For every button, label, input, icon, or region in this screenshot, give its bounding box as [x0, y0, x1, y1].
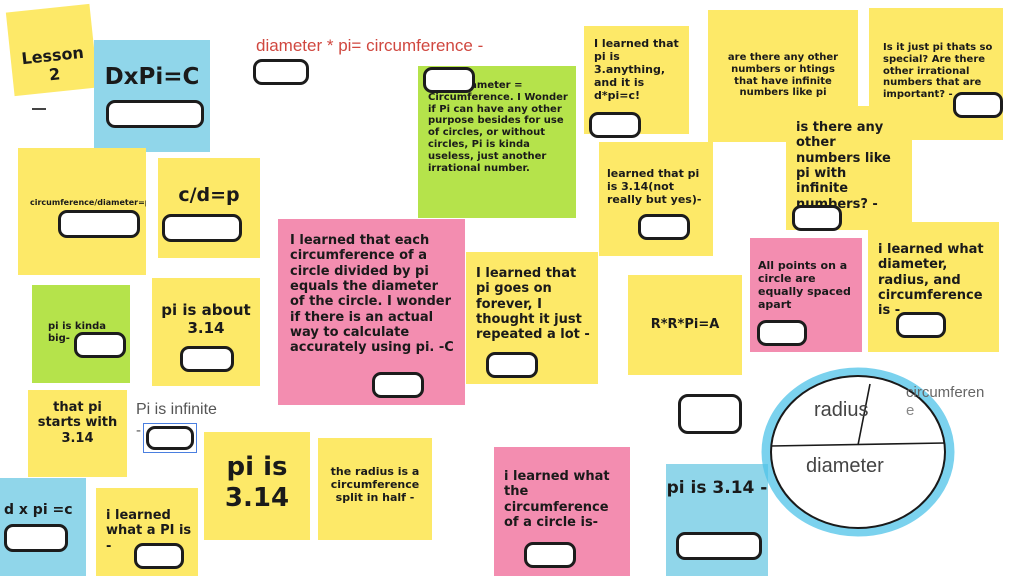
area-formula-note[interactable]: R*R*Pi=A [628, 275, 742, 375]
circumference-label: circumferen [906, 384, 985, 401]
redacted-name [134, 543, 184, 569]
what-pi-text: i learned what a PI is - [106, 508, 192, 554]
pi-diameter-green-note[interactable]: : Pi * Diameter = Circumference. I Wonde… [418, 66, 576, 218]
goes-on-forever-text: I learned that pi goes on forever, I tho… [476, 266, 590, 343]
what-circumference-text: i learned what the circumference of a ci… [504, 469, 610, 530]
learned-3-anything-text: I learned that pi is 3.anything, and it … [594, 37, 679, 102]
lesson-title-text: Lesson 2 [20, 42, 85, 85]
pi-314-big-note[interactable]: pi is 3.14 [204, 432, 310, 540]
redacted-name [253, 59, 309, 85]
each-circumference-note[interactable]: I learned that each circumference of a c… [278, 219, 465, 405]
redacted-name [524, 542, 576, 568]
circumference-over-diameter-text: circumference/diameter=pi [30, 198, 146, 207]
redacted-name [792, 205, 842, 231]
redacted-name [4, 524, 68, 552]
pi-infinite-dash: - [136, 422, 141, 439]
area-formula-text: R*R*Pi=A [650, 317, 720, 332]
redacted-name [953, 92, 1003, 118]
other-numbers-big-note[interactable]: is there any other numbers like pi with … [786, 106, 912, 230]
circumference-label-cut: e [906, 402, 915, 419]
redacted-name [589, 112, 641, 138]
each-circumference-text: I learned that each circumference of a c… [290, 233, 454, 356]
diameter-pi-text[interactable]: diameter * pi= circumference - [256, 36, 484, 55]
redacted-name [74, 332, 126, 358]
circle-outline [770, 375, 946, 529]
dxpi-text: DxPi=C [104, 64, 200, 90]
pi-infinite-text[interactable]: Pi is infinite [136, 401, 217, 418]
radius-half-text: the radius is a circumference split in h… [330, 465, 420, 504]
kinda-big-text: pi is kinda big- [48, 321, 107, 344]
what-pi-note[interactable]: i learned what a PI is - [96, 488, 198, 576]
redacted-name [638, 214, 690, 240]
radius-label: radius [814, 399, 869, 421]
about-314-text: pi is about 3.14 [161, 301, 251, 337]
just-pi-special-note[interactable]: Is it just pi thats so special? Are ther… [869, 8, 1003, 140]
redacted-name [180, 346, 234, 372]
learned-diameter-radius-text: i learned what diameter, radius, and cir… [878, 242, 984, 319]
circle-drawing[interactable] [758, 366, 958, 538]
redacted-name [106, 100, 204, 128]
points-equal-text: All points on a circle are equally space… [758, 259, 851, 311]
redacted-name [896, 312, 946, 338]
radius-line [857, 383, 871, 446]
redacted-name [58, 210, 140, 238]
learned-314-not-really-text: learned that pi is 3.14(not really but y… [607, 167, 702, 206]
circle-glow [761, 367, 955, 537]
dash-mark [32, 108, 46, 110]
radius-half-note[interactable]: the radius is a circumference split in h… [318, 438, 432, 540]
redacted-name [678, 394, 742, 434]
dxpi-note[interactable]: DxPi=C [94, 40, 210, 152]
pi-diameter-green-text: : Pi * Diameter = Circumference. I Wonde… [428, 80, 568, 174]
lesson-title-note[interactable]: Lesson 2 [5, 3, 99, 97]
learned-diameter-radius-note[interactable]: i learned what diameter, radius, and cir… [868, 222, 999, 352]
starts-314-note[interactable]: that pi starts with 3.14 [28, 390, 127, 477]
starts-314-text: that pi starts with 3.14 [37, 400, 118, 446]
redacted-name [676, 532, 762, 560]
just-pi-special-text: Is it just pi thats so special? Are ther… [883, 42, 993, 101]
pi-314-blue-text: pi is 3.14 - [666, 478, 768, 498]
c-over-d-text: c/d=p [178, 184, 240, 206]
redacted-name [486, 352, 538, 378]
dxpi-left-text: d x pi =c [4, 502, 73, 518]
redacted-name [423, 67, 475, 93]
redacted-name [146, 426, 194, 450]
c-over-d-note[interactable]: c/d=p [158, 158, 260, 258]
diameter-label: diameter [806, 455, 884, 477]
redacted-name [372, 372, 424, 398]
pi-314-big-text: pi is 3.14 [224, 452, 290, 513]
selection-box [143, 423, 197, 453]
other-numbers-big-text: is there any other numbers like pi with … [796, 120, 891, 212]
redacted-name [162, 214, 242, 242]
redacted-name [757, 320, 807, 346]
other-numbers-infinite-text: are there any other numbers or htings th… [727, 52, 839, 99]
